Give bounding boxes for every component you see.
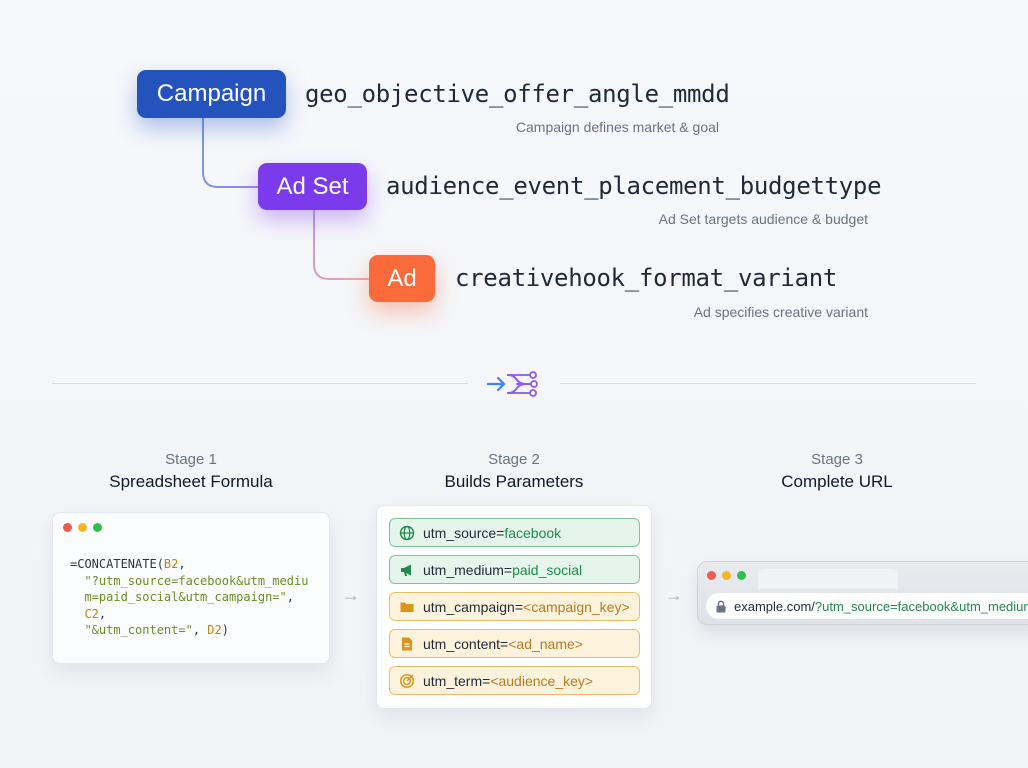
stage-1-number: Stage 1 [165,451,217,468]
minimize-dot [78,523,87,532]
param-utm-term: utm_term=<audience_key> [389,666,640,695]
param-key: utm_term= [423,672,491,689]
stage-3-number: Stage 3 [811,451,863,468]
campaign-adset-connector [202,118,258,188]
param-value: facebook [504,524,562,541]
param-value: paid_social [512,561,583,578]
merge-arrows-icon [486,371,538,397]
minimize-dot [722,571,731,580]
browser-tab[interactable] [758,569,898,589]
maximize-dot [737,571,746,580]
param-utm-source: utm_source=facebook [389,518,640,547]
spreadsheet-formula-card: =CONCATENATE(B2, "?utm_source=facebook&u… [52,512,330,664]
formula-text: =CONCATENATE(B2, "?utm_source=facebook&u… [70,557,309,637]
ad-naming-pattern: creativehook_format_variant [455,264,838,292]
lock-icon [716,600,726,612]
close-dot [63,523,72,532]
campaign-badge: Campaign [137,70,286,118]
campaign-naming-pattern: geo_objective_offer_angle_mmdd [305,80,730,108]
arrow-right-icon: → [665,585,683,605]
stage-2-title: Builds Parameters [444,472,584,491]
campaign-description: Campaign defines market & goal [515,119,719,135]
megaphone-icon [401,564,411,576]
param-value: <campaign_key> [523,598,630,615]
adset-ad-connector [313,210,369,280]
stage-3-title: Complete URL [781,472,893,491]
ad-badge: Ad [369,255,435,302]
window-controls [63,523,102,532]
url-host: example.com/ [734,598,815,614]
url-query: ?utm_source=facebook&utm_medium [814,598,1028,614]
utm-parameters-card: utm_source=facebook utm_medium=paid_soci… [376,505,652,709]
arrow-right-icon: → [342,585,360,605]
param-utm-content: utm_content=<ad_name> [389,629,640,658]
divider-right [560,383,976,384]
document-icon [402,637,412,650]
maximize-dot [93,523,102,532]
target-icon [399,673,415,688]
folder-icon [400,602,414,612]
param-value: <audience_key> [490,672,594,689]
adset-description: Ad Set targets audience & budget [658,211,868,227]
globe-icon [399,525,415,540]
ad-description: Ad specifies creative variant [693,304,868,320]
param-key: utm_content= [423,635,509,652]
window-controls [707,571,746,580]
adset-badge: Ad Set [258,163,367,210]
param-key: utm_campaign= [423,598,524,615]
stage-2-number: Stage 2 [488,451,540,468]
browser-window: example.com/?utm_source=facebook&utm_med… [697,561,1028,625]
adset-naming-pattern: audience_event_placement_budgettype [386,172,882,200]
param-utm-campaign: utm_campaign=<campaign_key> [389,592,640,621]
address-bar[interactable]: example.com/?utm_source=facebook&utm_med… [706,593,1028,619]
close-dot [707,571,716,580]
stage-1-title: Spreadsheet Formula [109,472,273,491]
param-value: <ad_name> [508,635,583,652]
param-key: utm_medium= [423,561,513,578]
param-key: utm_source= [423,524,505,541]
divider-left [52,383,468,384]
param-utm-medium: utm_medium=paid_social [389,555,640,584]
